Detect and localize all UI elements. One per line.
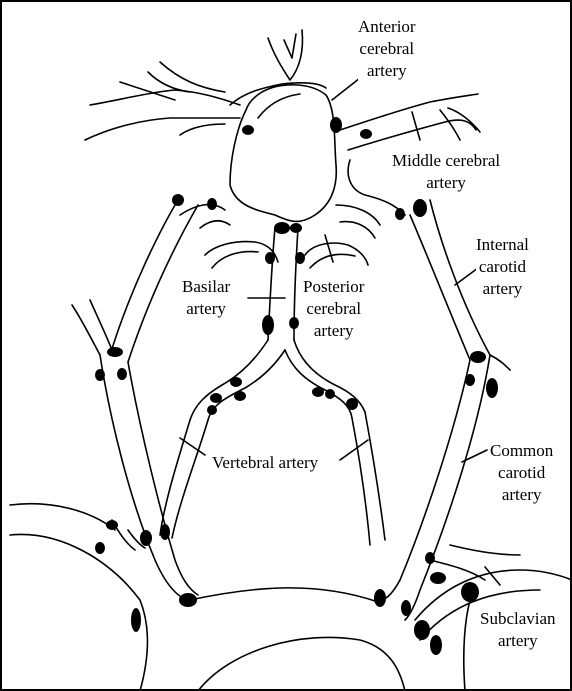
- anterior-cerebral-artery-label: Anterior cerebral artery: [358, 16, 416, 82]
- vertebral-artery-vessels: [160, 412, 385, 545]
- anterior-cerebral-vessels: [230, 30, 326, 118]
- subclavian-artery-label: Subclavian artery: [480, 608, 556, 652]
- aortic-arch-vessels: [10, 504, 572, 691]
- posterior-cerebral-vessels: [180, 205, 380, 268]
- middle-cerebral-artery-label: Middle cerebral artery: [392, 150, 500, 194]
- basilar-artery-label: Basilar artery: [182, 276, 230, 320]
- central-loop: [230, 85, 336, 222]
- posterior-cerebral-artery-label: Posterior cerebral artery: [303, 276, 364, 342]
- common-carotid-artery-label: Common carotid artery: [490, 440, 553, 506]
- vertebral-artery-label: Vertebral artery: [212, 452, 318, 474]
- internal-carotid-artery-label: Internal carotid artery: [476, 234, 529, 300]
- left-cerebral-vessels: [85, 62, 240, 140]
- left-internal-carotid: [72, 200, 198, 362]
- plaque-deposits: [95, 117, 498, 655]
